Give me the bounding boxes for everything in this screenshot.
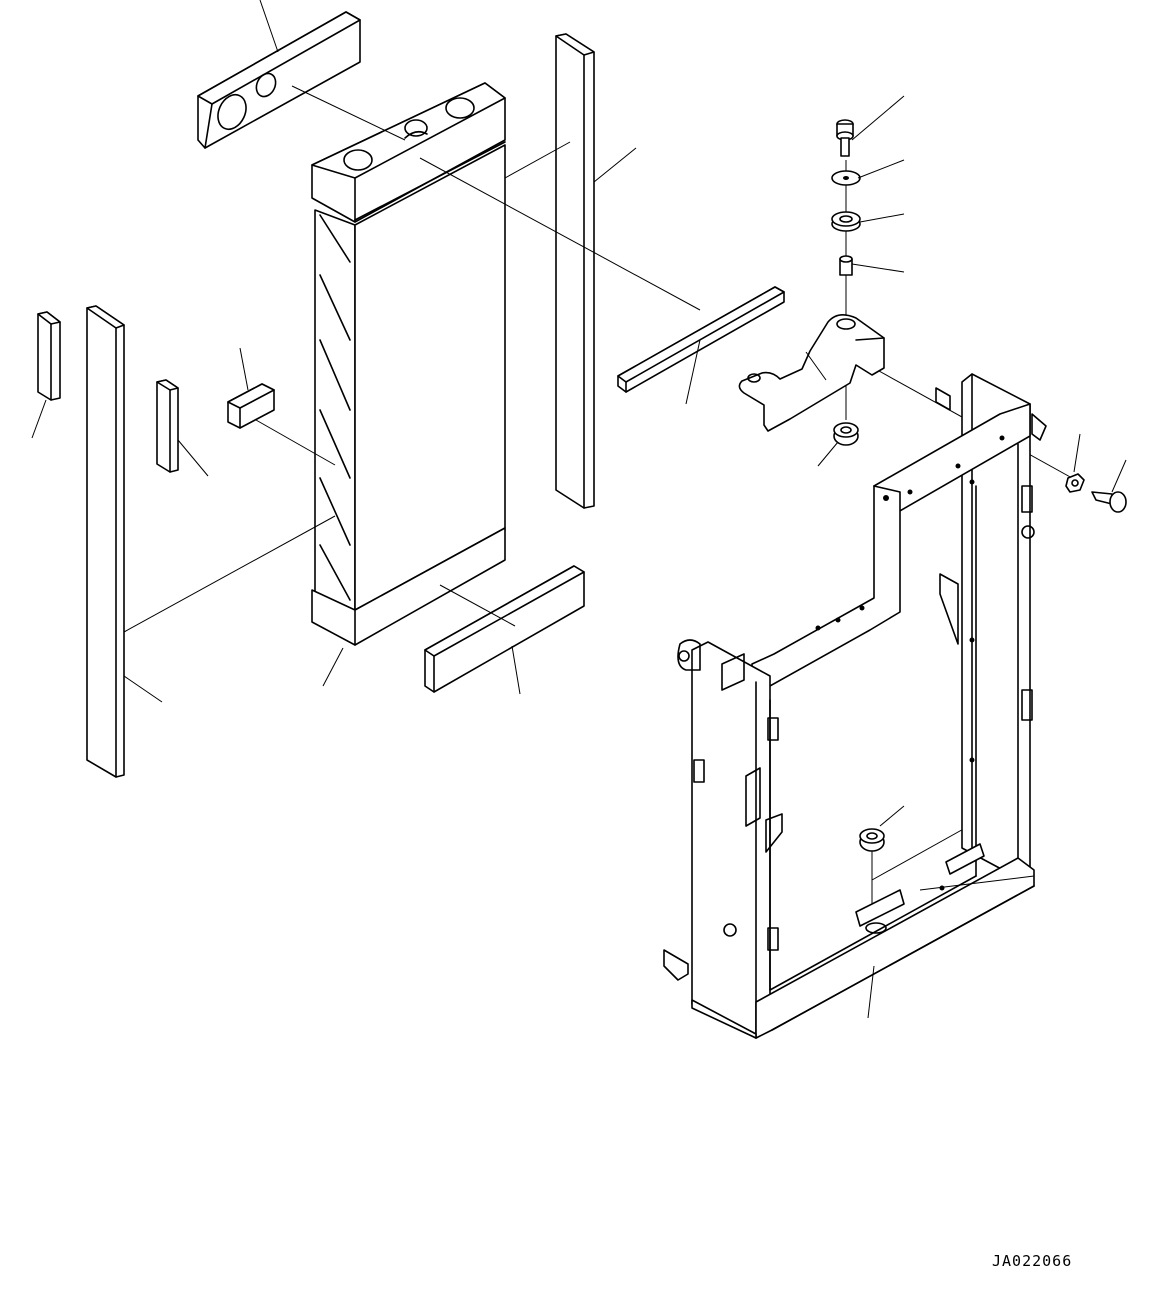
drawing-code: JA022066 (992, 1252, 1073, 1270)
frame-bottom-mount (859, 828, 885, 852)
lower-bushing (833, 422, 859, 446)
bottom-seal (424, 565, 585, 693)
leader-line (859, 213, 905, 223)
support-bracket (738, 314, 885, 432)
leader-line (805, 351, 827, 381)
radiator-frame (663, 373, 1047, 1039)
left-short-seal (37, 311, 61, 401)
leader-line (867, 965, 875, 1019)
leader-line (851, 95, 905, 141)
leader-line (685, 339, 701, 405)
leader-line (1073, 433, 1081, 473)
top-seal (197, 11, 361, 149)
guide-lines (123, 85, 1073, 920)
washer (831, 170, 861, 186)
leader-line (322, 647, 344, 687)
bolt (836, 119, 854, 157)
leader-line (593, 147, 637, 183)
small-block-seal (227, 383, 275, 429)
frame-nut (1065, 473, 1085, 493)
small-seal-a (156, 379, 179, 473)
leader-line (123, 675, 163, 703)
leader-line (851, 263, 905, 273)
leader-line (511, 645, 521, 695)
leader-line (177, 439, 209, 477)
leader-line (857, 159, 905, 179)
left-vertical-seal (86, 305, 125, 778)
frame-bolt (1091, 491, 1127, 513)
leader-line (1111, 459, 1127, 493)
collar (839, 255, 853, 276)
rubber-mount (831, 211, 861, 232)
leader-line (879, 805, 905, 827)
leader-line (259, 0, 279, 53)
leader-line (817, 441, 839, 467)
radiator-core (311, 82, 506, 646)
diagonal-bar-seal (617, 286, 785, 393)
right-vertical-seal (555, 33, 595, 509)
leader-line (31, 399, 47, 439)
leader-line (239, 347, 249, 391)
